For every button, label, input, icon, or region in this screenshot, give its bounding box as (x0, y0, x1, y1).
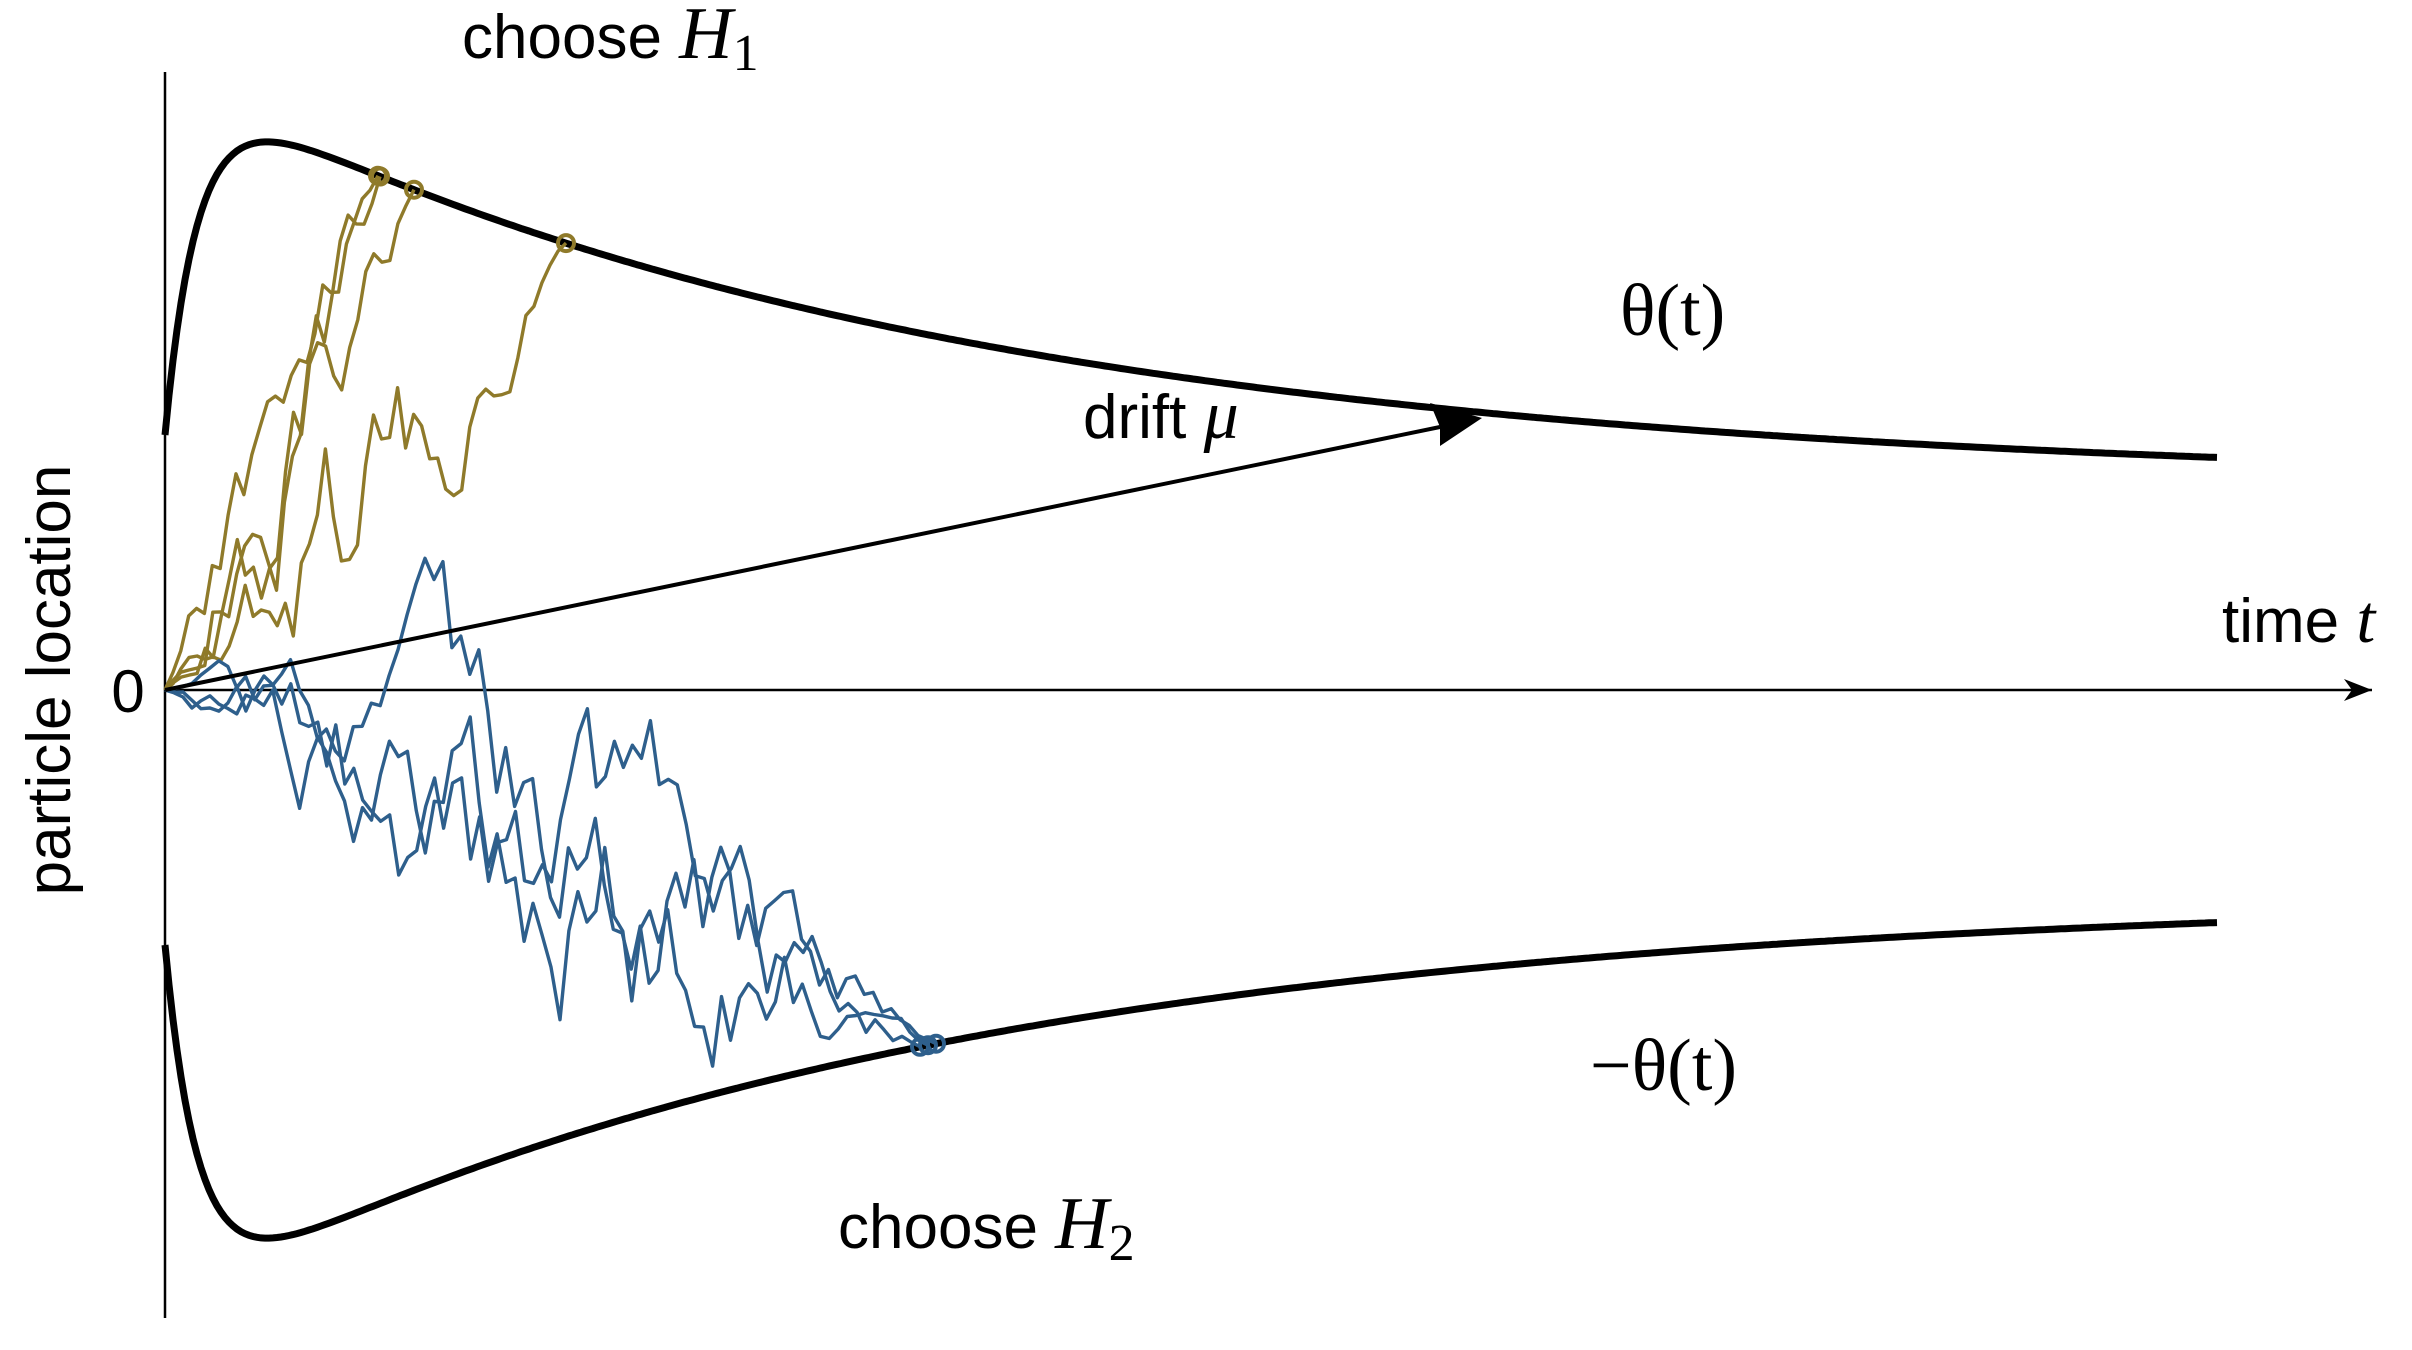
h1-path-1 (163, 174, 380, 691)
lower-boundary-label: −θ(t) (1590, 1025, 1737, 1107)
h2-hit-marker-3 (926, 1033, 946, 1054)
choose-h1-label: choose H1 (462, 0, 759, 82)
upper-boundary-label: θ(t) (1620, 270, 1725, 352)
time-axis-arrowhead (2344, 679, 2372, 701)
time-axis-label: time t (2222, 581, 2377, 657)
y-axis-label: particle location (15, 465, 84, 896)
h2-path-2 (164, 688, 929, 1068)
h1-sample-paths (163, 165, 576, 692)
h1-hit-marker-3 (556, 233, 576, 254)
drift-label: drift μ (1083, 377, 1239, 454)
h2-sample-paths (164, 556, 946, 1068)
choose-h2-label: choose H2 (838, 1183, 1135, 1272)
h2-path-1 (164, 674, 921, 1049)
origin-label: 0 (111, 658, 144, 725)
drift-arrowhead (1430, 403, 1482, 446)
h1-hit-marker-4 (370, 166, 390, 187)
h1-path-4 (163, 176, 382, 692)
drift-arrow-line (164, 425, 1441, 692)
lower-boundary-curve (161, 919, 2218, 1242)
h1-path-3 (163, 241, 568, 692)
h1-hit-marker-2 (404, 179, 424, 200)
upper-boundary-curve (161, 138, 2218, 461)
h2-hit-marker-2 (918, 1035, 938, 1056)
h2-path-3 (164, 556, 937, 1046)
